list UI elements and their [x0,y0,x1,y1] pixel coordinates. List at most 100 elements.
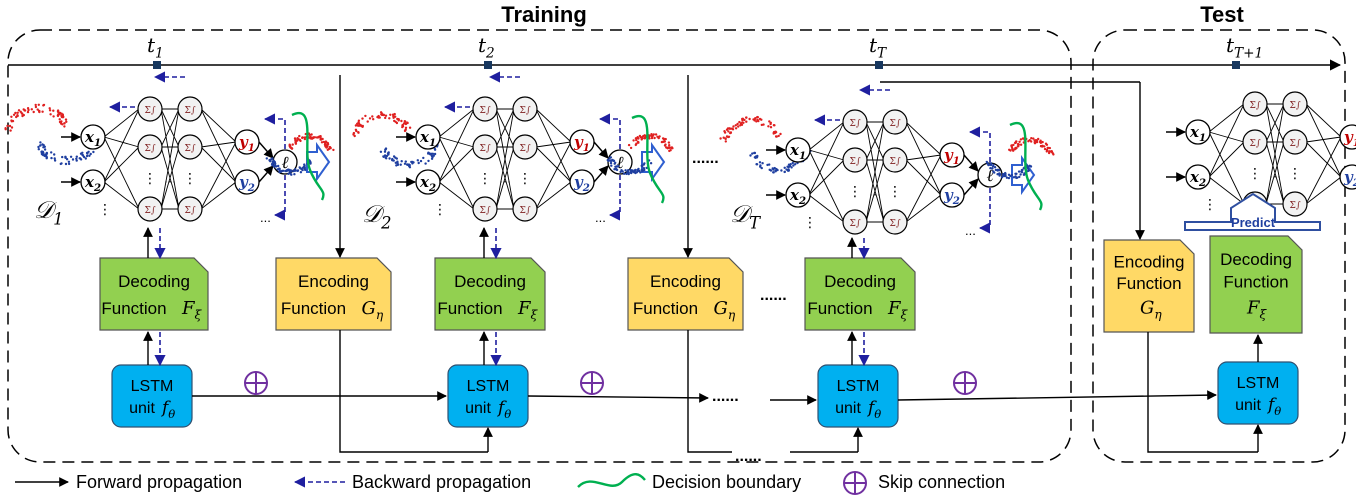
data-point-red [6,124,9,128]
data-point-red [34,105,38,109]
data-point-red [734,127,738,130]
network-edge [1305,136,1342,205]
timeline-marker [153,61,161,69]
data-point-red [26,110,30,114]
decoding-function-box-2 [434,257,546,331]
data-point-red [1018,140,1021,143]
data-point-red [727,130,730,133]
data-point-red [743,118,746,122]
data-point-red [384,114,388,117]
data-point-red [772,132,775,135]
neuron-label: Σ∫ [519,106,530,116]
data-point-blue [427,159,430,163]
data-point-blue [391,158,394,162]
neuron-label: Σ∫ [479,106,490,116]
data-point-red [724,140,727,143]
network-edge [865,121,885,161]
data-point-blue [404,160,407,163]
data-point-blue [780,169,783,172]
data-point-red [20,112,23,115]
neuron-node [177,196,203,222]
data-point-red [668,144,671,147]
data-point-red [389,113,392,117]
neuron-label: Σ∫ [889,219,900,229]
data-point-red [332,148,335,152]
data-point-red [293,137,297,140]
timeline-marker [875,61,883,69]
data-point-red [353,134,356,138]
data-point-red [1043,147,1047,151]
data-point-red [654,133,658,136]
data-point-blue [607,159,610,162]
data-point-blue [280,170,283,173]
data-point-red [393,119,396,123]
dataset-label-2: 𝒟2 [362,200,392,233]
neuron-node [137,96,163,122]
encoding-function-box-test-line1: Encoding [1114,253,1185,272]
data-point-red [315,136,319,139]
neuron-node [512,96,538,122]
backprop-arrow [978,188,991,234]
network-edge [1265,103,1285,205]
loss-arrow [258,165,274,183]
data-point-red [37,103,40,107]
input-node-label: x1 [789,141,806,162]
data-point-blue [1026,165,1029,169]
data-point-red [310,133,313,136]
data-point-blue [614,161,617,164]
data-point-blue [269,158,273,161]
network-edge [438,136,475,148]
backprop-arrow [968,126,991,162]
data-point-red [741,118,744,122]
data-point-blue [1014,172,1017,175]
data-point-blue [292,169,295,173]
network-edge [103,136,140,148]
lstm-chain-arrow [527,393,709,403]
data-point-blue [81,151,84,154]
network-edge [1208,103,1245,133]
data-point-blue [67,160,71,163]
row-dots: ··· [1269,169,1281,183]
legend-boundary-label: Decision boundary [652,472,801,492]
data-point-red [1027,140,1030,143]
data-point-blue [290,169,293,173]
network-edge [535,141,572,148]
network-edge [808,159,845,196]
output-node [1339,124,1356,150]
neuron-label: Σ∫ [1289,201,1300,211]
loss-label: ℓ [986,166,993,186]
data-point-red [404,120,407,124]
separator-dots-lstm: ...... [712,388,739,405]
data-point-red [762,123,765,126]
decoding-function-box-2-symbol: Fξ [517,298,539,322]
lstm-unit-test-symbol: fθ [1266,395,1281,418]
data-point-blue [64,156,67,159]
lstm-unit-test-line2: unit [1235,397,1261,414]
data-point-red [650,136,654,140]
data-point-red [643,137,647,140]
network-edge [103,136,140,210]
network-edge [438,108,475,183]
data-point-red [637,141,640,144]
data-point-red [1008,148,1011,151]
data-point-blue [383,154,387,157]
neuron-node [842,109,868,135]
data-point-blue [989,162,993,165]
data-point-blue [88,154,91,157]
network-edge [1305,103,1342,178]
neuron-node [137,196,163,222]
data-point-blue [766,163,769,167]
legend-boundary-curve [577,473,646,488]
decoding-function-box-T-line1: Decoding [824,272,896,291]
timeline-marker [484,61,492,69]
network-edge [495,108,515,210]
test-title: Test [1200,2,1244,27]
data-point-blue [632,170,635,173]
lstm-unit-1-symbol: fθ [160,398,175,421]
loss-arrow [963,178,979,196]
data-point-blue [1022,173,1026,176]
data-point-blue [296,169,300,172]
data-point-red [643,134,646,137]
network-edge [1208,131,1245,143]
data-point-red [668,146,672,149]
